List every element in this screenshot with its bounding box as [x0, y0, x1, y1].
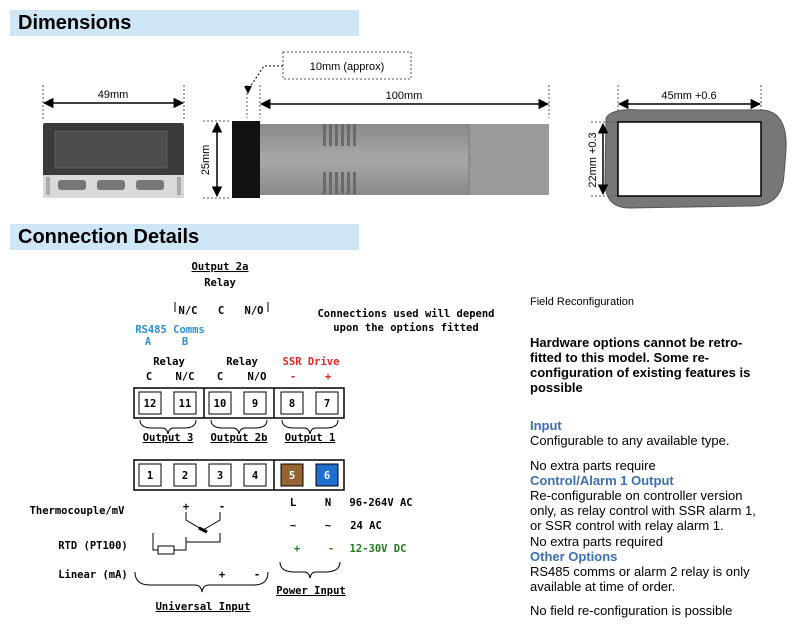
top-label-9: N/O: [248, 371, 267, 383]
top-label-11: N/C: [176, 371, 195, 383]
linear-label: Linear (mA): [58, 569, 128, 581]
approx-callout-box: [282, 51, 412, 80]
terminal-num-12: 12: [144, 398, 157, 410]
terminal-12: [138, 391, 162, 415]
top-label-10: C: [217, 371, 223, 383]
top-label-8: -: [290, 371, 296, 383]
terminal-num-9: 9: [252, 398, 258, 410]
tc-plus: +: [183, 501, 189, 513]
terminal-num-8: 8: [289, 398, 295, 410]
front-button-1: [58, 180, 86, 190]
tc-minus: -: [219, 501, 225, 513]
power-N-label: N: [325, 497, 331, 509]
output3-label: Output 3: [143, 432, 194, 444]
terminal-6: [315, 463, 339, 487]
terminal-num-1: 1: [147, 470, 153, 482]
terminal-9: [243, 391, 267, 415]
universal-input-label: Universal Input: [156, 601, 251, 613]
power-input-label: Power Input: [276, 585, 346, 597]
terminal-num-5: 5: [289, 470, 295, 482]
width-label: 49mm: [98, 89, 129, 101]
terminal-num-4: 4: [252, 470, 258, 482]
no-extra-parts-1: No extra parts require: [530, 458, 656, 473]
power-plus: +: [294, 543, 300, 555]
tilde-2: ~: [325, 520, 331, 532]
relay-left-label: Relay: [153, 356, 185, 368]
terminal-5: [280, 463, 304, 487]
top-no-label: N/O: [245, 305, 264, 317]
terminal-num-6: 6: [324, 470, 330, 482]
display-window: [54, 130, 168, 169]
other-options-text: RS485 comms or alarm 2 relay is only ava…: [530, 564, 750, 594]
linear-plus: +: [219, 569, 225, 581]
power-minus: -: [328, 543, 334, 555]
terminal-3: [208, 463, 232, 487]
terminal-11: [173, 391, 197, 415]
panel-lead: Hardware options cannot be retro-fitted …: [530, 335, 751, 395]
rtd-label: RTD (PT100): [58, 540, 128, 552]
terminal-10: [208, 391, 232, 415]
terminal-2: [173, 463, 197, 487]
panel-cutout: 45mm +0.6 22mm +0.3: [587, 85, 787, 209]
side-view: 25mm 100mm 10mm (approx): [200, 51, 550, 199]
dimensions-heading: Dimensions: [10, 10, 359, 36]
final-note: No field re-configuration is possible: [530, 603, 733, 618]
top-label-12: C: [146, 371, 152, 383]
top-nc-label: N/C: [179, 305, 198, 317]
connection-diagram: Output 2a Relay N/C C N/O RS485 Comms A …: [30, 261, 495, 613]
cutout-height-label: 22mm +0.3: [587, 132, 599, 187]
note-line-1: Connections used will depend: [317, 308, 494, 320]
terminal-8: [280, 391, 304, 415]
height-label: 25mm: [200, 145, 212, 176]
terminal-4: [243, 463, 267, 487]
top-c-label: C: [218, 305, 224, 317]
rs485-label: RS485 Comms: [135, 324, 205, 336]
front-button-2: [97, 180, 125, 190]
terminal-num-10: 10: [214, 398, 227, 410]
voltage-dc-label: 12-30V DC: [350, 543, 407, 555]
cutout-opening: [617, 121, 762, 197]
terminal-num-2: 2: [182, 470, 188, 482]
output2a-label: Output 2a: [192, 261, 249, 273]
no-extra-parts-2: No extra parts required: [530, 534, 663, 549]
linear-minus: -: [254, 569, 260, 581]
top-label-7: +: [325, 371, 331, 383]
control-text: Re-configurable on controller version on…: [530, 488, 756, 533]
connection-heading: Connection Details: [10, 224, 359, 250]
input-text: Configurable to any available type.: [530, 433, 730, 448]
terminal-7: [315, 391, 339, 415]
thermocouple-label: Thermocouple/mV: [30, 505, 126, 517]
terminal-num-11: 11: [179, 398, 192, 410]
relay-mid-label: Relay: [226, 356, 258, 368]
rs485-b-label: B: [182, 336, 188, 348]
ssr-label: SSR Drive: [283, 356, 340, 368]
tilde-1: ~: [290, 520, 296, 532]
terminal-num-3: 3: [217, 470, 223, 482]
input-heading: Input: [530, 418, 562, 433]
relay-top-label: Relay: [204, 277, 236, 289]
control-heading: Control/Alarm 1 Output: [530, 473, 674, 488]
voltage-24ac-label: 24 AC: [350, 520, 382, 532]
front-view: 49mm: [42, 85, 185, 198]
cutout-width-label: 45mm +0.6: [661, 90, 716, 102]
terminal-1: [138, 463, 162, 487]
rtd-resistor: [157, 545, 175, 555]
panel-title: Field Reconfiguration: [530, 296, 634, 308]
length-label: 100mm: [386, 90, 423, 102]
power-L-label: L: [290, 497, 296, 509]
note-line-2: upon the options fitted: [333, 322, 478, 334]
front-button-3: [136, 180, 164, 190]
other-options-heading: Other Options: [530, 549, 618, 564]
output2b-label: Output 2b: [211, 432, 268, 444]
rs485-a-label: A: [145, 336, 152, 348]
approx-label: 10mm (approx): [310, 61, 385, 73]
voltage-ac-label: 96-264V AC: [349, 497, 412, 509]
terminal-num-7: 7: [324, 398, 330, 410]
output1-label: Output 1: [285, 432, 336, 444]
